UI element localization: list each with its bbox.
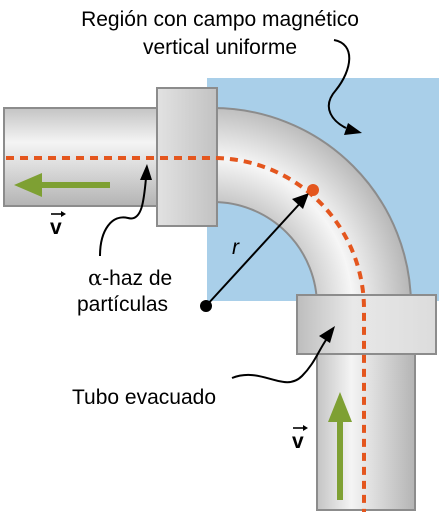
alpha-beam-path [6,156,366,512]
beam-label-line2: partículas [77,293,168,316]
beam-particle-marker [307,184,319,196]
alpha-symbol: α [88,266,102,290]
svg-text:v: v [292,430,304,453]
velocity-arrow-left [14,173,110,197]
region-label-line1: Región con campo magnético [81,8,359,31]
tube-coupling-bottom [296,294,437,355]
region-leader-line [327,39,351,129]
region-leader-arrowhead [344,123,362,135]
beam-label-line1-text: -haz de [102,267,172,290]
tube-leader-line [231,339,327,384]
velocity-label-bottom: v [292,425,308,453]
radius-arrowhead [292,193,309,209]
radius-label: r [232,236,240,259]
radius-vector [205,198,305,307]
beam-leader-line [99,177,147,257]
tube-label: Tubo evacuado [72,386,216,409]
svg-text:v: v [50,216,62,239]
beam-label-line1: α-haz de [88,266,172,290]
tube-leader-arrowhead [319,326,335,343]
velocity-label-left: v [50,211,66,239]
beam-leader-arrowhead [140,164,152,180]
region-label-line2: vertical uniforme [143,36,297,59]
velocity-arrow-up [328,392,352,500]
bend-center-point [200,300,212,312]
